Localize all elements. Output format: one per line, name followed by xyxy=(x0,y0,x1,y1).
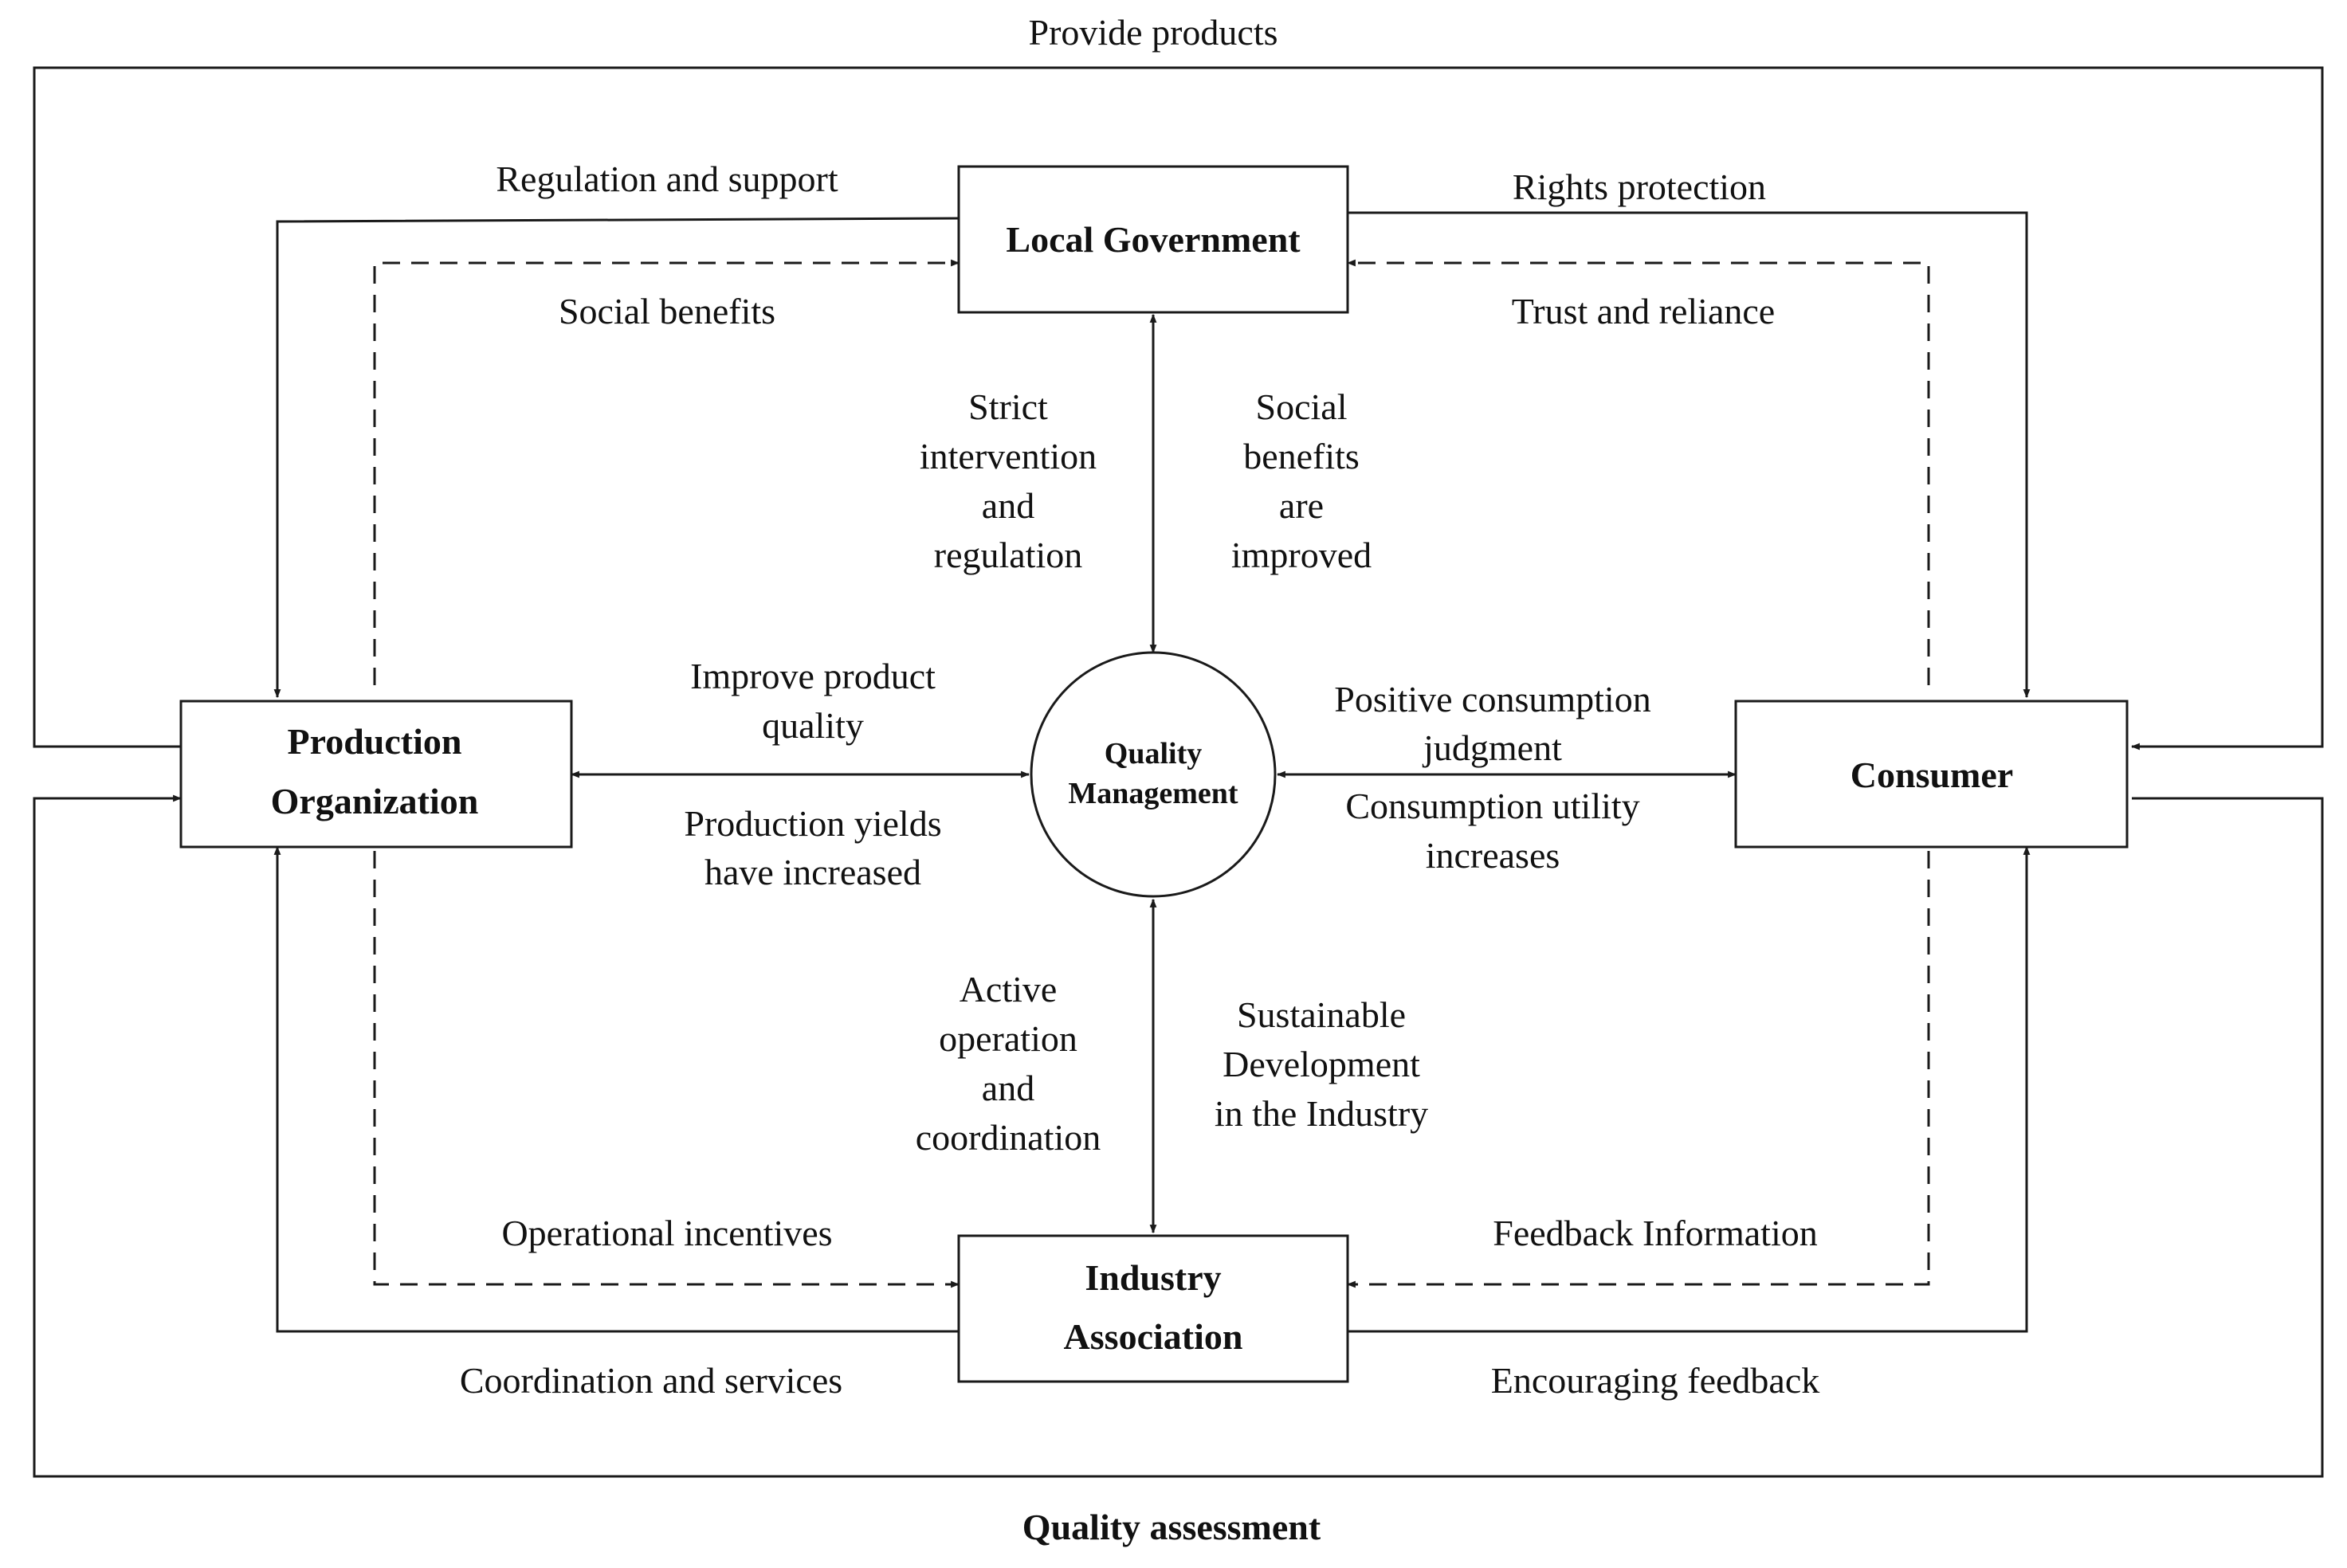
svg-text:intervention: intervention xyxy=(920,436,1097,476)
svg-text:coordination: coordination xyxy=(916,1117,1101,1158)
production-yields-label: Production yields have increased xyxy=(684,803,941,892)
trust-reliance-label: Trust and reliance xyxy=(1512,291,1775,331)
svg-text:Consumption utility: Consumption utility xyxy=(1345,786,1639,826)
strict-intervention-label: Strict intervention and regulation xyxy=(920,386,1097,575)
encouraging-feedback-edge xyxy=(1348,845,2031,1333)
quality-assessment-label: Quality assessment xyxy=(1022,1507,1321,1547)
svg-text:Sustainable: Sustainable xyxy=(1237,994,1406,1035)
active-operation-label: Active operation and coordination xyxy=(916,969,1101,1158)
consumer-node: Consumer xyxy=(1734,700,2129,849)
svg-text:Active: Active xyxy=(960,969,1058,1009)
svg-text:Development: Development xyxy=(1223,1044,1420,1084)
improve-product-quality-label: Improve product quality xyxy=(690,656,936,746)
quality-assessment-edge xyxy=(33,794,2324,1478)
production-organization-label-line2: Organization xyxy=(271,781,479,821)
svg-text:in the Industry: in the Industry xyxy=(1215,1093,1428,1134)
svg-text:and: and xyxy=(982,485,1034,526)
rights-protection-edge xyxy=(1348,211,2031,699)
svg-text:and: and xyxy=(982,1068,1034,1108)
positive-consumption-label: Positive consumption judgment xyxy=(1334,679,1650,768)
svg-text:judgment: judgment xyxy=(1422,727,1562,768)
svg-text:quality: quality xyxy=(762,705,864,746)
svg-text:Strict: Strict xyxy=(968,386,1048,427)
industry-association-node: Industry Association xyxy=(957,1234,1349,1383)
rights-protection-label: Rights protection xyxy=(1513,167,1766,207)
trust-reliance-edge xyxy=(1346,259,1930,685)
svg-text:operation: operation xyxy=(939,1018,1077,1059)
production-organization-node: Production Organization xyxy=(179,700,573,849)
local-government-label: Local Government xyxy=(1006,219,1301,260)
coordination-services-edge xyxy=(273,845,959,1333)
production-organization-label-line1: Production xyxy=(288,721,462,762)
social-benefits-improved-label: Social benefits are improved xyxy=(1231,386,1372,575)
industry-association-label-line1: Industry xyxy=(1085,1257,1221,1298)
industry-association-label-line2: Association xyxy=(1064,1316,1243,1357)
svg-text:Improve product: Improve product xyxy=(690,656,936,696)
consumption-utility-label: Consumption utility increases xyxy=(1345,786,1639,876)
regulation-support-label: Regulation and support xyxy=(496,159,838,199)
quality-management-label-line1: Quality xyxy=(1105,737,1202,770)
regulation-support-edge xyxy=(273,217,960,699)
svg-text:increases: increases xyxy=(1426,835,1560,876)
quality-management-label-line2: Management xyxy=(1068,777,1238,810)
encouraging-feedback-label: Encouraging feedback xyxy=(1491,1360,1820,1401)
svg-text:Production yields: Production yields xyxy=(684,803,941,844)
provide-products-label: Provide products xyxy=(1028,12,1278,53)
social-benefits-edge xyxy=(373,259,960,685)
social-benefits-label: Social benefits xyxy=(559,291,775,331)
svg-text:Positive consumption: Positive consumption xyxy=(1334,679,1650,719)
coordination-services-label: Coordination and services xyxy=(460,1360,842,1401)
svg-text:improved: improved xyxy=(1231,535,1372,575)
svg-text:Social: Social xyxy=(1256,386,1348,427)
svg-text:regulation: regulation xyxy=(934,535,1083,575)
feedback-information-edge xyxy=(1346,851,1930,1288)
svg-text:are: are xyxy=(1279,485,1324,526)
operational-incentives-label: Operational incentives xyxy=(501,1213,832,1253)
feedback-information-label: Feedback Information xyxy=(1493,1213,1817,1253)
svg-text:have increased: have increased xyxy=(704,852,921,892)
svg-text:benefits: benefits xyxy=(1243,436,1360,476)
provide-products-edge xyxy=(33,66,2324,751)
local-government-node: Local Government xyxy=(957,165,1349,314)
consumer-label: Consumer xyxy=(1851,755,2013,795)
sustainable-development-label: Sustainable Development in the Industry xyxy=(1215,994,1428,1134)
operational-incentives-edge xyxy=(373,851,960,1288)
quality-management-node: Quality Management xyxy=(1030,651,1277,898)
